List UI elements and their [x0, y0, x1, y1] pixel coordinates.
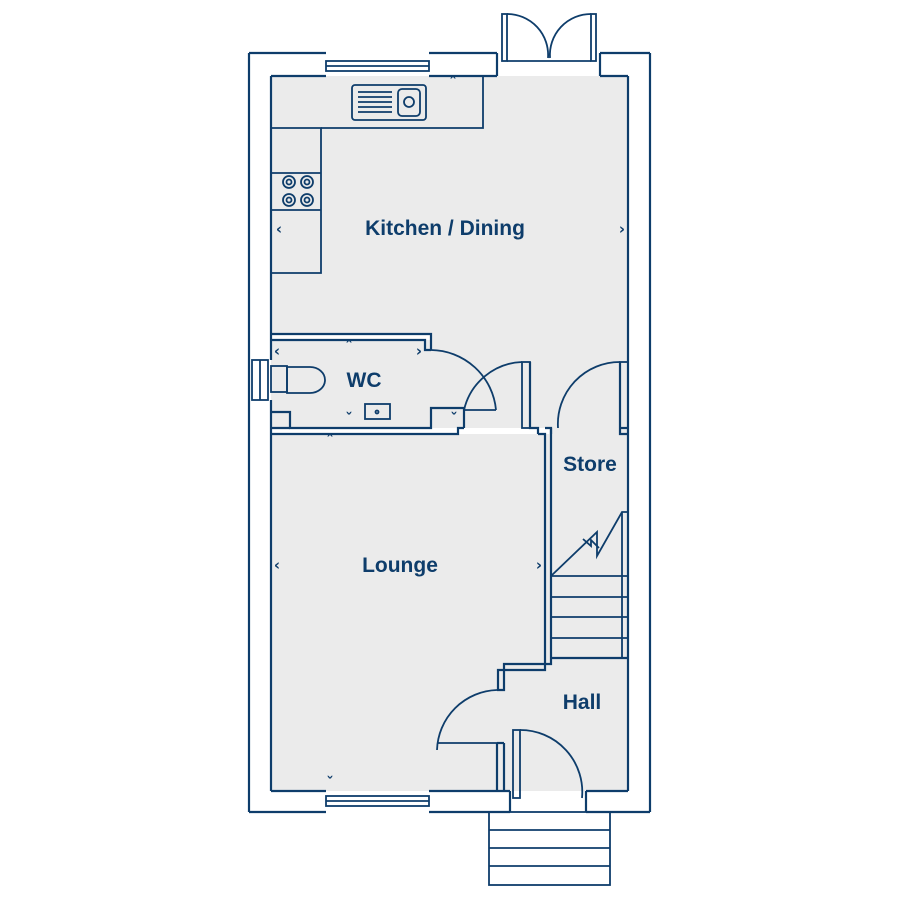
wc-walls: [271, 332, 466, 436]
dimension-arrow-icon: ˆ ‹ › ˆ ‹ › ˇ ˇ ˆ ‹ › ˇ: [274, 74, 625, 792]
hob-icon: [282, 175, 314, 207]
basin-icon: [364, 403, 391, 420]
room-label-kitchen: Kitchen / Dining: [365, 217, 525, 240]
svg-text:ˆ: ˆ: [449, 74, 457, 92]
svg-text:›: ›: [536, 556, 542, 574]
store-hall-floor: [551, 428, 628, 791]
sink-icon: [351, 84, 427, 121]
svg-text:ˆ: ˆ: [345, 338, 353, 356]
svg-text:‹: ‹: [274, 556, 280, 574]
window-kitchen: [325, 60, 430, 72]
front-steps: [488, 811, 611, 886]
window-lounge: [325, 795, 430, 807]
room-label-lounge: Lounge: [362, 554, 438, 577]
french-doors: [501, 13, 597, 62]
svg-text:‹: ‹: [276, 220, 282, 238]
room-label-hall: Hall: [563, 691, 602, 714]
svg-text:ˇ: ˇ: [345, 410, 353, 428]
lounge-kitchen-door: [463, 361, 531, 429]
svg-text:‹: ‹: [274, 342, 280, 360]
lounge-hall-door: [436, 689, 498, 751]
svg-text:ˇ: ˇ: [326, 774, 334, 792]
window-wc: [251, 359, 269, 401]
front-door: [512, 729, 584, 799]
svg-text:ˇ: ˇ: [450, 410, 458, 428]
svg-text:ˆ: ˆ: [326, 432, 334, 450]
svg-text:›: ›: [619, 220, 625, 238]
lounge-floor: [271, 434, 551, 791]
staircase: [550, 511, 628, 659]
kitchen-worktop: [271, 76, 484, 274]
room-label-store: Store: [563, 453, 617, 476]
svg-text:›: ›: [416, 342, 422, 360]
store-door: [557, 361, 629, 429]
wc-floor: [271, 340, 431, 428]
kitchen-floor: [271, 76, 628, 334]
wc-door: [430, 349, 497, 411]
room-label-wc: WC: [347, 369, 382, 392]
toilet-icon: [270, 365, 326, 394]
